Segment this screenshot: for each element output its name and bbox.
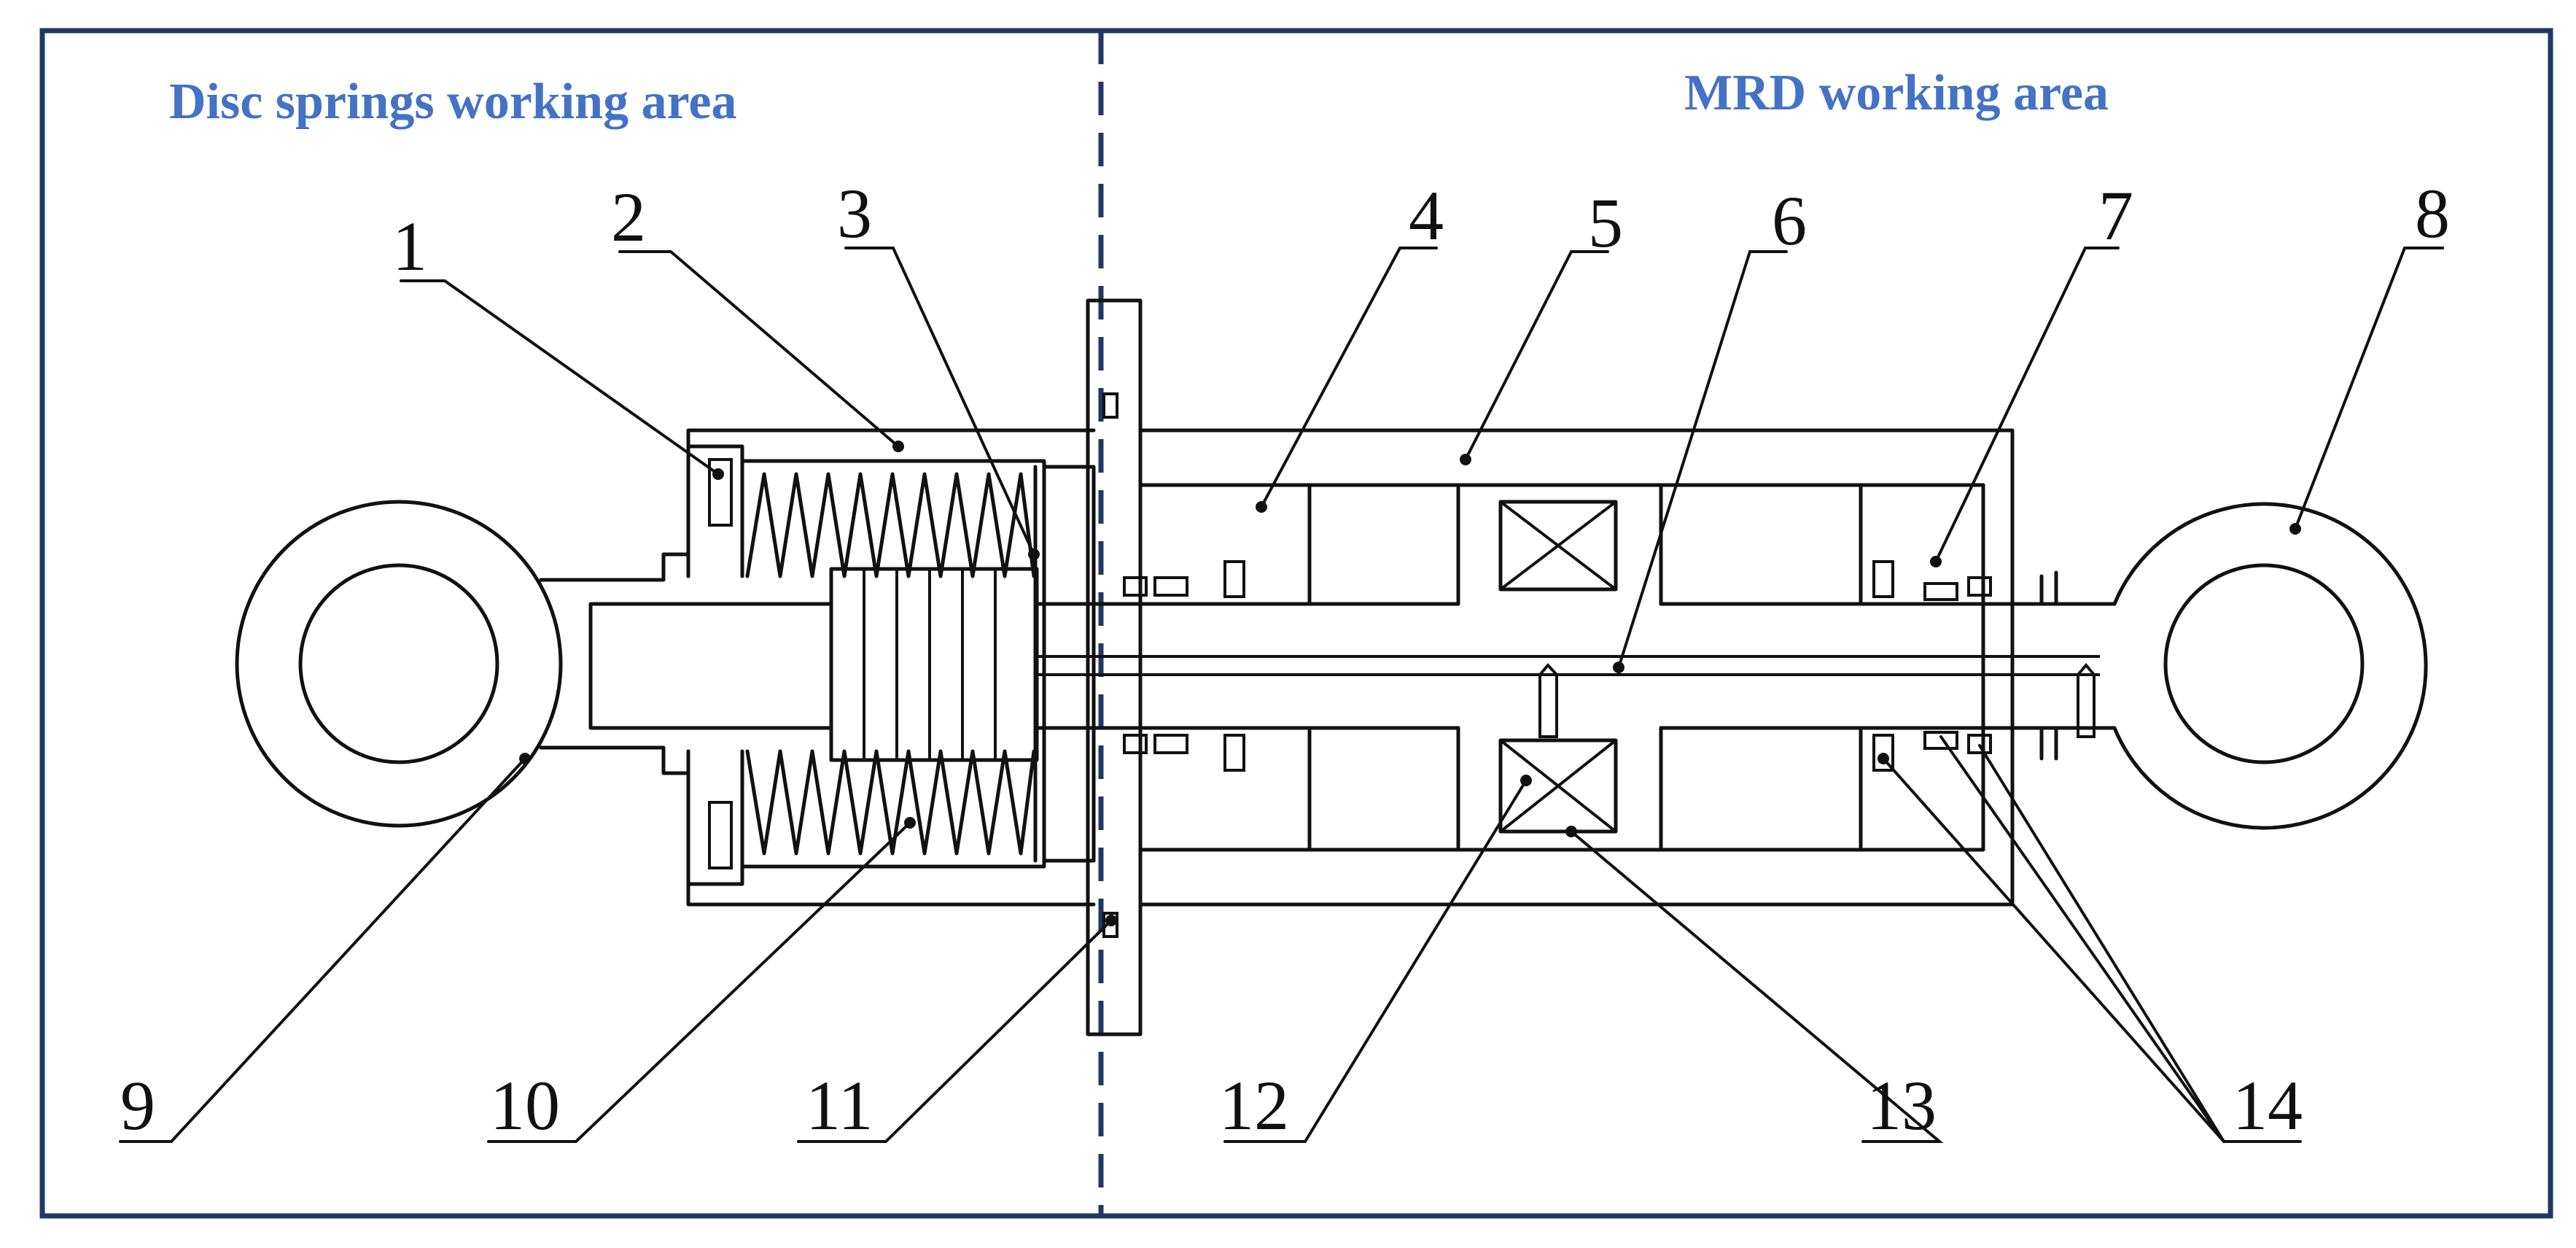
seals (1123, 560, 2058, 772)
part-label-5: 5 (1588, 184, 1623, 262)
right-lifting-eye (2098, 502, 2428, 830)
part-label-7: 7 (2098, 177, 2133, 255)
left-rod (588, 602, 833, 730)
part-label-8: 8 (2415, 174, 2450, 252)
part-label-10: 10 (490, 1066, 560, 1144)
part-label-11: 11 (806, 1066, 873, 1144)
part-label-14: 14 (2233, 1066, 2303, 1144)
part-label-13: 13 (1867, 1066, 1937, 1144)
guide-sleeves (1138, 483, 1985, 852)
disc-spring-stack (745, 472, 1039, 856)
flange-plate (1086, 298, 1143, 1036)
part-label-1: 1 (392, 207, 427, 285)
part-label-12: 12 (1219, 1066, 1289, 1144)
part-label-6: 6 (1772, 182, 1807, 260)
part-label-9: 9 (120, 1066, 155, 1144)
part-label-2: 2 (611, 178, 646, 256)
outer-frame (39, 28, 2553, 1219)
part-label-4: 4 (1409, 177, 1444, 255)
left-lifting-eye (235, 500, 690, 828)
leader-lines (119, 247, 2444, 1143)
mrd-piston (1307, 483, 1663, 852)
part-label-3: 3 (837, 174, 872, 252)
disc-springs-area-title: Disc springs working area (169, 74, 736, 130)
mrd-piston-rod (1033, 602, 2102, 738)
mrd-area-title: MRD working area (1684, 65, 2109, 121)
